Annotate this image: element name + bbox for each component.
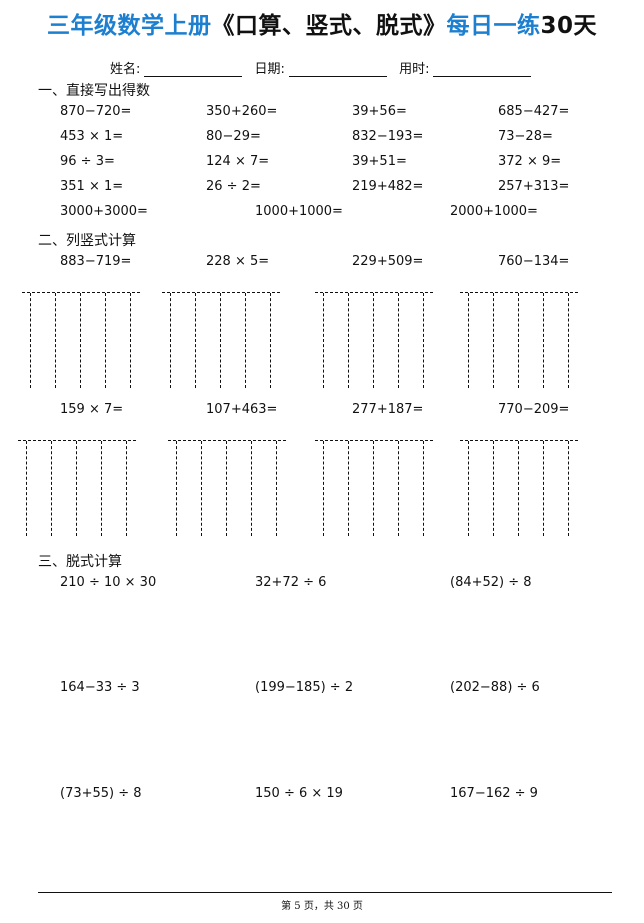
vertical-calc-grid[interactable] <box>460 292 578 388</box>
section-3-heading: 三、脱式计算 <box>38 554 122 570</box>
vertical-item: 229+509= <box>352 254 424 269</box>
mental-item: 39+56= <box>352 104 407 119</box>
title-part-2: 《口算、竖式、脱式》 <box>211 13 447 39</box>
student-info-row: 姓名: 日期: 用时: <box>110 58 539 77</box>
stepwise-item: 210 ÷ 10 × 30 <box>60 575 157 590</box>
time-blank[interactable] <box>433 64 532 77</box>
vertical-calc-grid[interactable] <box>168 440 286 536</box>
title-part-4: 30天 <box>540 13 597 39</box>
mental-item: 870−720= <box>60 104 132 119</box>
vertical-item: 159 × 7= <box>60 402 124 417</box>
vertical-calc-grid[interactable] <box>460 440 578 536</box>
date-blank[interactable] <box>288 64 387 77</box>
mental-item: 350+260= <box>206 104 278 119</box>
mental-item: 39+51= <box>352 154 407 169</box>
mental-item: 124 × 7= <box>206 154 270 169</box>
mental-item: 372 × 9= <box>498 154 562 169</box>
vertical-item: 760−134= <box>498 254 570 269</box>
vertical-item: 228 × 5= <box>206 254 270 269</box>
footer-divider <box>38 892 612 893</box>
mental-item: 73−28= <box>498 129 553 144</box>
mental-item: 1000+1000= <box>255 204 343 219</box>
mental-item: 257+313= <box>498 179 570 194</box>
vertical-calc-grid[interactable] <box>315 292 433 388</box>
section-1-heading: 一、直接写出得数 <box>38 83 150 99</box>
stepwise-item: 164−33 ÷ 3 <box>60 680 140 695</box>
title-part-3: 每日一练 <box>446 13 541 39</box>
name-blank[interactable] <box>144 64 243 77</box>
mental-item: 685−427= <box>498 104 570 119</box>
stepwise-item: 167−162 ÷ 9 <box>450 786 538 801</box>
stepwise-item: (199−185) ÷ 2 <box>255 680 354 695</box>
section-2-heading: 二、列竖式计算 <box>38 233 136 249</box>
mental-item: 453 × 1= <box>60 129 124 144</box>
mental-item: 96 ÷ 3= <box>60 154 115 169</box>
vertical-item: 770−209= <box>498 402 570 417</box>
vertical-calc-grid[interactable] <box>22 292 140 388</box>
mental-item: 351 × 1= <box>60 179 124 194</box>
page-footer: 第 5 页，共 30 页 <box>281 901 363 912</box>
vertical-item: 277+187= <box>352 402 424 417</box>
stepwise-item: (73+55) ÷ 8 <box>60 786 142 801</box>
mental-item: 80−29= <box>206 129 261 144</box>
date-label: 日期: <box>254 62 285 77</box>
vertical-item: 107+463= <box>206 402 278 417</box>
vertical-calc-grid[interactable] <box>18 440 136 536</box>
stepwise-item: 150 ÷ 6 × 19 <box>255 786 343 801</box>
page-title: 三年级数学上册《口算、竖式、脱式》每日一练30天 <box>0 6 644 40</box>
mental-item: 219+482= <box>352 179 424 194</box>
vertical-calc-grid[interactable] <box>162 292 280 388</box>
vertical-item: 883−719= <box>60 254 132 269</box>
title-part-1: 三年级数学上册 <box>46 13 212 39</box>
time-label: 用时: <box>399 62 430 77</box>
mental-item: 832−193= <box>352 129 424 144</box>
stepwise-item: (84+52) ÷ 8 <box>450 575 532 590</box>
mental-item: 3000+3000= <box>60 204 148 219</box>
vertical-calc-grid[interactable] <box>315 440 433 536</box>
mental-item: 26 ÷ 2= <box>206 179 261 194</box>
name-label: 姓名: <box>110 62 141 77</box>
mental-item: 2000+1000= <box>450 204 538 219</box>
stepwise-item: 32+72 ÷ 6 <box>255 575 327 590</box>
stepwise-item: (202−88) ÷ 6 <box>450 680 540 695</box>
